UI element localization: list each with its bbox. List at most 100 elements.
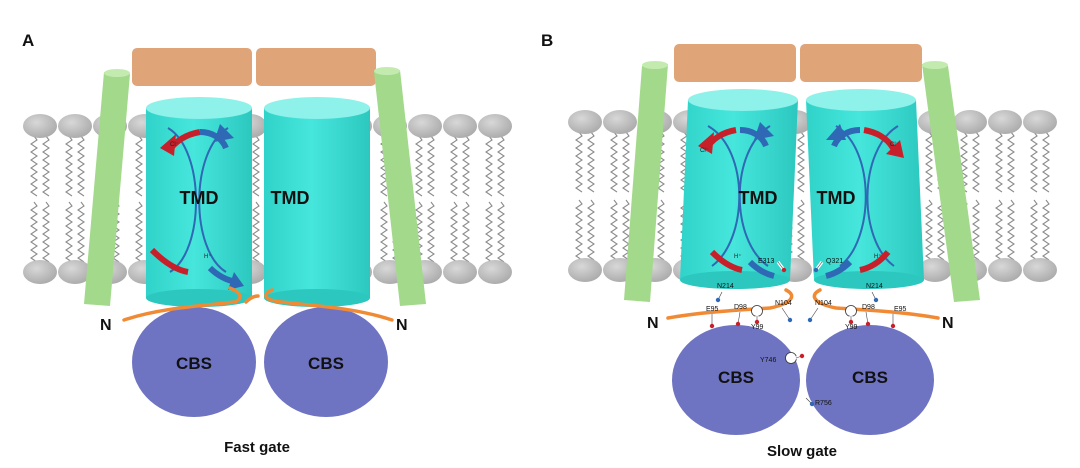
residue-d98-left: D98 — [734, 304, 747, 311]
cbs-label-left: CBS — [176, 354, 212, 373]
lipid-head — [953, 110, 987, 134]
lipid-tail — [925, 199, 933, 261]
green-helix-right — [374, 67, 426, 306]
lipid-tail — [462, 201, 470, 263]
lipid-tail — [587, 199, 595, 261]
n-terminus-left: N — [647, 315, 659, 332]
lipid-tail — [1042, 131, 1050, 193]
lipid-tail — [485, 201, 493, 263]
lipid-tail — [42, 201, 50, 263]
cbs-domain-right — [806, 325, 934, 435]
residue-y746: Y746 — [760, 357, 776, 364]
lipid-tail — [135, 201, 143, 263]
lipid-tail — [1007, 199, 1015, 261]
n-terminal-linker — [666, 288, 940, 320]
n-terminal-linker — [122, 286, 394, 322]
residue-y99-left: Y99 — [751, 324, 764, 331]
lipid-head — [443, 260, 477, 284]
lipid-tail — [797, 199, 805, 261]
lipid-tail — [252, 201, 260, 263]
tan-block-right — [256, 48, 376, 86]
lipid-tail — [77, 135, 85, 197]
lipid-tail — [1042, 199, 1050, 261]
lipid-head — [23, 260, 57, 284]
green-helix-right — [922, 61, 980, 302]
tan-block-left — [674, 44, 796, 82]
ion-label-cl-right: Cl⁻ — [890, 142, 899, 148]
residue-n104-right: N104 — [815, 300, 832, 307]
residue-n214-left: N214 — [717, 283, 734, 290]
lipid-head — [568, 258, 602, 282]
residue-atom — [813, 267, 819, 273]
residue-atom — [754, 319, 760, 325]
ion-label-cl-left: Cl⁻ — [700, 148, 709, 154]
lipid-tail — [937, 199, 945, 261]
green-helix-left — [624, 61, 668, 302]
panel-b: B — [541, 31, 1057, 460]
lipid-tail — [622, 199, 630, 261]
lipid-head — [568, 110, 602, 134]
lipid-tail — [450, 135, 458, 197]
lipid-head — [1023, 258, 1057, 282]
residue-q321: Q321 — [826, 258, 843, 265]
residue-ring — [785, 352, 797, 364]
lipid-tail — [1007, 131, 1015, 193]
residue-n214-right: N214 — [866, 283, 883, 290]
green-helix-left — [84, 69, 130, 306]
tmd-label-left: TMD — [739, 188, 778, 208]
cbs-domain-left — [132, 307, 256, 417]
lipid-tail — [65, 135, 73, 197]
residue-atom — [865, 321, 871, 327]
residue-r756: R756 — [815, 400, 832, 407]
cbs-label-left: CBS — [718, 368, 754, 387]
residue-e95-left: E95 — [706, 306, 719, 313]
lipid-tail — [797, 131, 805, 193]
residue-atom — [781, 267, 787, 273]
lipid-tail — [462, 135, 470, 197]
arrow-icon — [698, 122, 775, 279]
cbs-label-right: CBS — [308, 354, 344, 373]
residue-e95-right: E95 — [894, 306, 907, 313]
lipid-tail — [485, 135, 493, 197]
ion-label-h: H⁺ — [204, 253, 212, 260]
residue-marker-icon — [709, 261, 896, 407]
lipid-tail — [1030, 131, 1038, 193]
lipid-tail — [680, 131, 688, 193]
residue-atom — [807, 317, 813, 323]
residue-atom — [799, 353, 805, 359]
arrow-icon — [149, 124, 244, 290]
lipid-head — [918, 258, 952, 282]
lipid-tail — [135, 135, 143, 197]
lipid-tail — [65, 201, 73, 263]
lipid-tail — [30, 201, 38, 263]
lipid-tail — [42, 135, 50, 197]
lipid-tail — [587, 131, 595, 193]
lipid-tail — [497, 135, 505, 197]
lipid-head — [58, 260, 92, 284]
n-terminus-left: N — [100, 317, 112, 334]
residue-stick-outline — [781, 307, 791, 321]
lipid-head — [603, 110, 637, 134]
arrow-icon — [825, 124, 904, 279]
lipid-tail — [77, 201, 85, 263]
lipid-tail — [497, 201, 505, 263]
tan-block-right — [800, 44, 922, 82]
ion-label-h-left: H⁺ — [734, 253, 742, 260]
cbs-domain-right — [264, 307, 388, 417]
n-terminus-right: N — [396, 317, 408, 334]
lipid-tail — [622, 131, 630, 193]
ion-label-cl: Cl⁻ — [170, 142, 179, 148]
lipid-tail — [995, 131, 1003, 193]
residue-atom — [787, 317, 793, 323]
lipid-tail — [972, 131, 980, 193]
n-terminus-right: N — [942, 315, 954, 332]
residue-atom — [890, 323, 896, 329]
tmd-label-right: TMD — [817, 188, 856, 208]
lipid-tail — [30, 135, 38, 197]
residue-ring — [751, 305, 763, 317]
residue-atom — [709, 323, 715, 329]
residue-atom — [715, 297, 721, 303]
lipid-head — [478, 260, 512, 284]
lipid-tail — [657, 199, 665, 261]
lipid-head — [478, 114, 512, 138]
